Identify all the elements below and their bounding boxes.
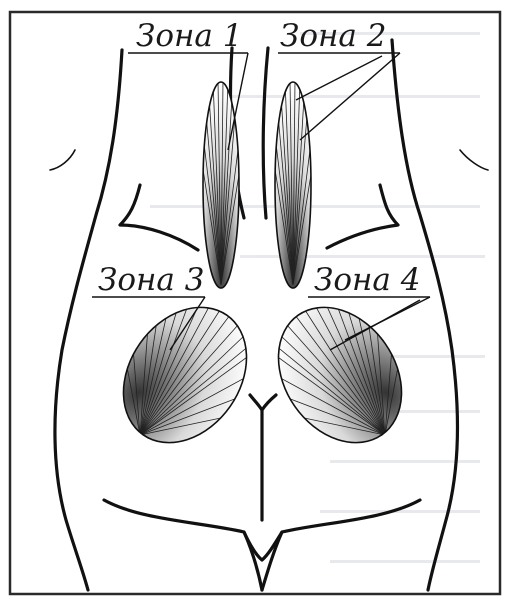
- zone-3-label: Зона 3: [98, 262, 204, 298]
- zone-4-label: Зона 4: [314, 262, 420, 298]
- zone-1-label: Зона 1: [136, 18, 242, 54]
- zone-2-label: Зона 2: [280, 18, 386, 54]
